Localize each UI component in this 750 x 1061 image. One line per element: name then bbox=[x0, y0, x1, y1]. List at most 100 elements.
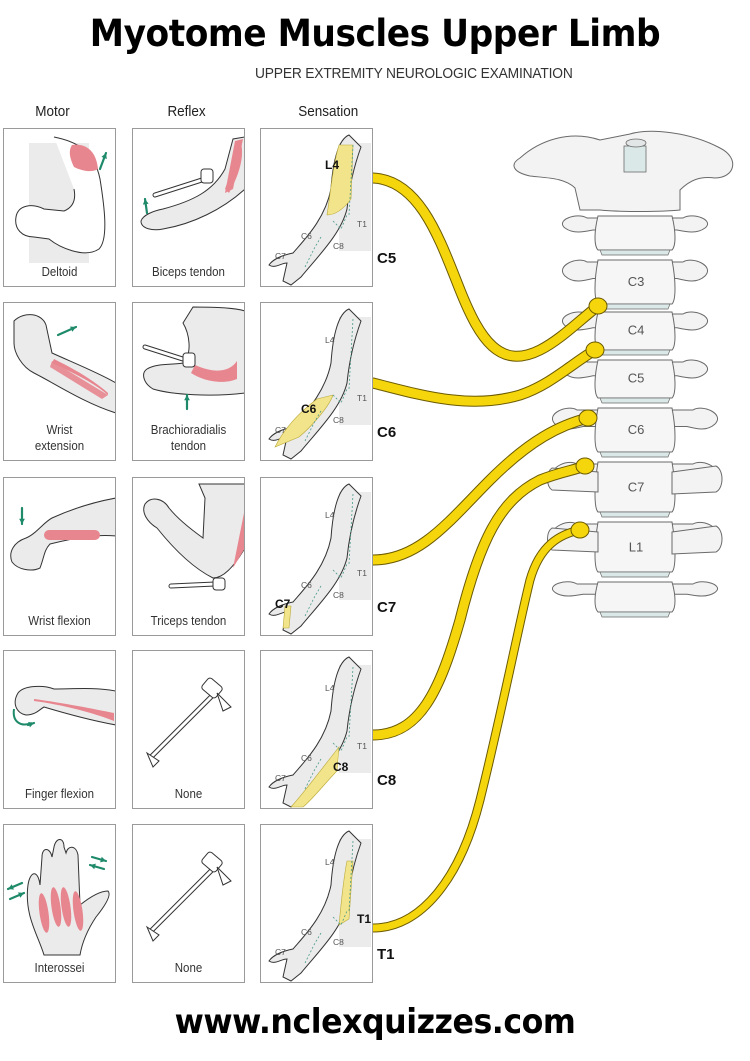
reflex-caption: Biceps tendon bbox=[152, 265, 225, 279]
vertebra-label: L1 bbox=[629, 540, 643, 555]
reflex-panel: None bbox=[132, 824, 245, 983]
motor-caption: extension bbox=[34, 439, 85, 453]
vertebra-label: C6 bbox=[628, 422, 645, 437]
reflex-caption: None bbox=[174, 961, 203, 975]
motor-caption: Interossei bbox=[34, 961, 85, 975]
column-header-reflex: Reflex bbox=[167, 104, 206, 120]
dermatome-label: T1 bbox=[357, 568, 367, 578]
dermatome-label: L4 bbox=[325, 510, 335, 520]
vertebra: C3 bbox=[562, 259, 708, 310]
motor-caption: Finger flexion bbox=[24, 787, 95, 801]
dermatome-label: C7 bbox=[275, 773, 286, 783]
reflex-caption: None bbox=[174, 787, 203, 801]
dermatome-label: C6 bbox=[301, 231, 312, 241]
motor-illustration bbox=[15, 136, 108, 263]
motor-caption: Wrist bbox=[46, 423, 73, 437]
movement-arrow-icon bbox=[19, 506, 25, 526]
vertebra-label: C7 bbox=[628, 480, 645, 495]
dermatome-label: C7 bbox=[275, 947, 286, 957]
reflex-caption: Triceps tendon bbox=[150, 614, 227, 628]
vertebra bbox=[552, 581, 718, 618]
reflex-hammer-icon bbox=[152, 176, 208, 198]
dermatome-label: C8 bbox=[333, 937, 344, 947]
movement-arrow-icon bbox=[142, 197, 149, 215]
footer-url[interactable]: www.nclexquizzes.com bbox=[174, 1002, 576, 1042]
reflex-hammer-icon bbox=[168, 581, 218, 589]
motor-illustration bbox=[6, 839, 110, 956]
dermatome-label: C8 bbox=[333, 415, 344, 425]
dermatome-label: C7 bbox=[275, 425, 286, 435]
reflex-illustration bbox=[145, 677, 232, 768]
vertebra: L1 bbox=[547, 521, 723, 578]
dermatome-label: C7 bbox=[275, 597, 291, 611]
reflex-illustration bbox=[145, 851, 232, 942]
dermatome-label: C6 bbox=[301, 580, 312, 590]
vertebra: C4 bbox=[562, 311, 708, 356]
reflex-illustration bbox=[142, 306, 244, 411]
movement-arrow-icon bbox=[88, 863, 106, 871]
column-header-motor: Motor bbox=[35, 104, 70, 120]
dermatome-label: C8 bbox=[333, 760, 349, 774]
motor-illustration bbox=[12, 685, 115, 728]
reflex-panel: None bbox=[132, 650, 245, 809]
nerve-root-label: C5 bbox=[377, 250, 397, 267]
column-header-sensation: Sensation bbox=[298, 104, 359, 120]
reflex-illustration bbox=[140, 136, 244, 231]
vertebra bbox=[562, 215, 708, 256]
motor-illustration bbox=[13, 314, 115, 414]
motor-panel: Wrist extension bbox=[3, 302, 116, 461]
dermatome-label: L4 bbox=[325, 683, 335, 693]
dermatome-label: C6 bbox=[301, 402, 317, 416]
page-title: Myotome Muscles Upper Limb bbox=[89, 12, 661, 55]
dermatome-label: T1 bbox=[357, 912, 371, 926]
dermatome-label: C6 bbox=[301, 753, 312, 763]
reflex-hammer-icon bbox=[142, 344, 192, 364]
dermatome-label: T1 bbox=[357, 219, 367, 229]
nerve-root-t1 bbox=[368, 521, 590, 933]
reflex-illustration bbox=[143, 483, 244, 591]
dermatome-label: L4 bbox=[325, 335, 335, 345]
reflex-panel: Biceps tendon bbox=[132, 128, 245, 287]
vertebra-label: C5 bbox=[628, 370, 645, 385]
vertebra-label: C3 bbox=[628, 274, 645, 289]
movement-arrow-icon bbox=[184, 393, 190, 411]
reflex-caption: tendon bbox=[170, 439, 207, 453]
movement-arrow-icon bbox=[6, 881, 24, 891]
reflex-hammer-icon bbox=[148, 694, 214, 760]
dermatome-label: T1 bbox=[357, 393, 367, 403]
dermatome-label: C8 bbox=[333, 241, 344, 251]
motor-caption: Wrist flexion bbox=[28, 614, 91, 628]
movement-arrow-icon bbox=[90, 855, 108, 863]
dermatome-label: T1 bbox=[357, 741, 367, 751]
nerve-root-label: T1 bbox=[377, 946, 395, 963]
nerve-root-c8 bbox=[367, 457, 595, 741]
page-subtitle: UPPER EXTREMITY NEUROLOGIC EXAMINATION bbox=[255, 65, 573, 82]
motor-panel: Wrist flexion bbox=[3, 477, 116, 636]
nerve-root-label: C8 bbox=[377, 772, 397, 789]
nerve-root-label: C6 bbox=[377, 424, 397, 441]
dermatome-label: C6 bbox=[301, 927, 312, 937]
motor-illustration bbox=[10, 497, 115, 571]
vertebra: C5 bbox=[562, 359, 708, 404]
motor-caption: Deltoid bbox=[41, 265, 78, 279]
motor-panel: Interossei bbox=[3, 824, 116, 983]
curved-arrow-icon bbox=[26, 721, 36, 728]
nerve-root-c5 bbox=[367, 172, 608, 362]
dermatome-label: L4 bbox=[325, 158, 339, 172]
dermatome-label: L4 bbox=[325, 857, 335, 867]
reflex-panel: Triceps tendon bbox=[132, 477, 245, 636]
reflex-hammer-icon bbox=[148, 868, 214, 934]
